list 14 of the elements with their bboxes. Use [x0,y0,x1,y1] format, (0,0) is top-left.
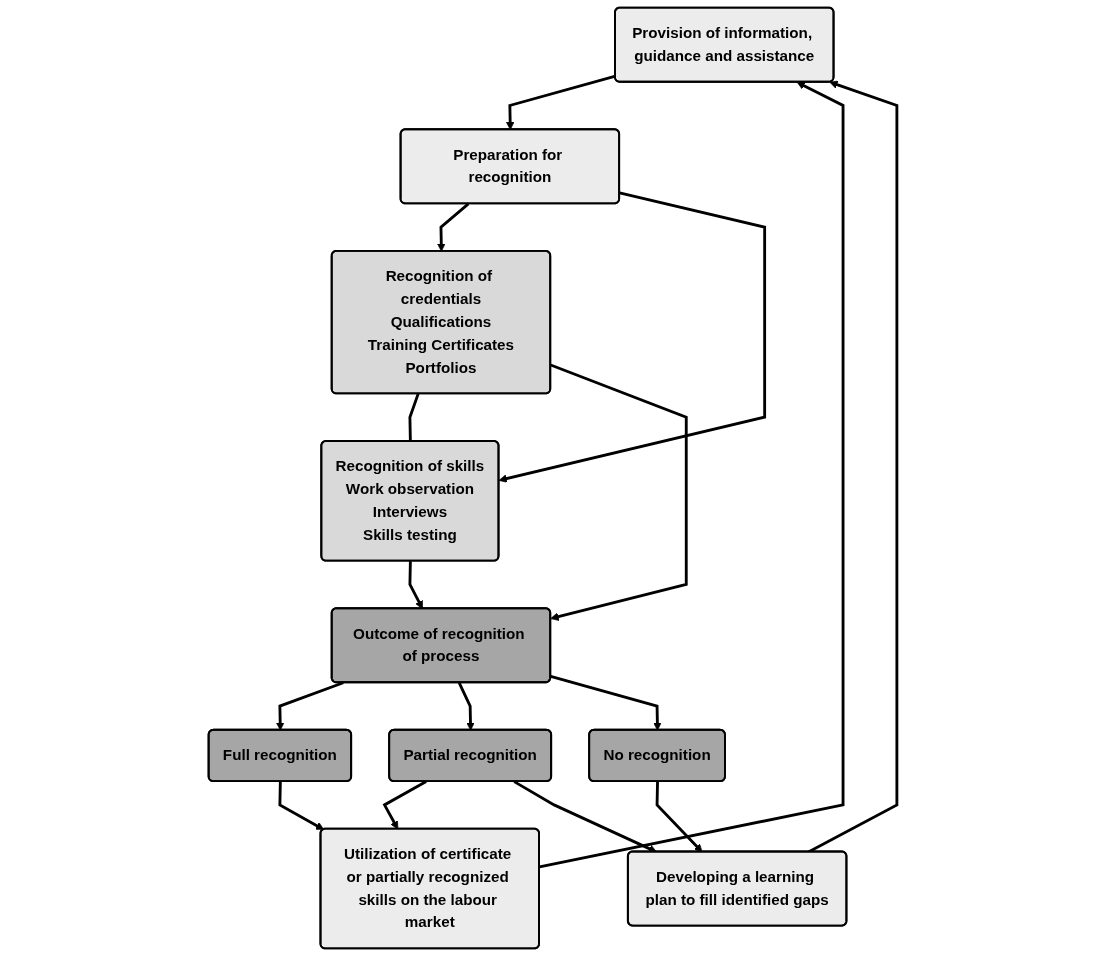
arrow [436,202,470,252]
arrow [278,781,324,830]
arrow [457,682,475,731]
arrow [505,74,616,131]
arrow [550,675,662,731]
arrow [539,81,845,869]
connector [408,393,420,442]
arrow [513,780,657,853]
arrow [275,681,344,731]
arrow [549,363,688,621]
arrow [498,191,766,483]
arrow [408,561,423,610]
arrow [382,780,427,830]
arrow [655,781,703,853]
